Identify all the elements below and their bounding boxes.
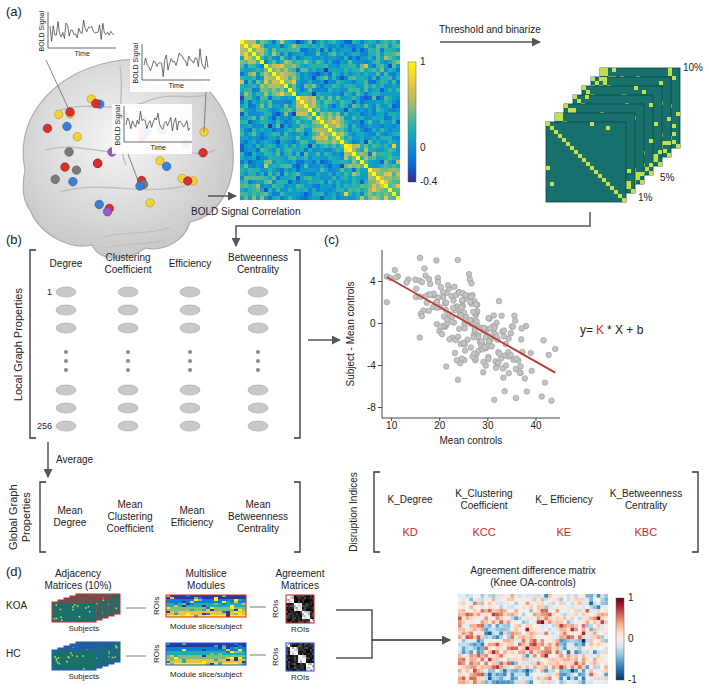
figure: BOLD SignalTimeBOLD SignalTimeBOLD Signa…	[0, 0, 709, 694]
